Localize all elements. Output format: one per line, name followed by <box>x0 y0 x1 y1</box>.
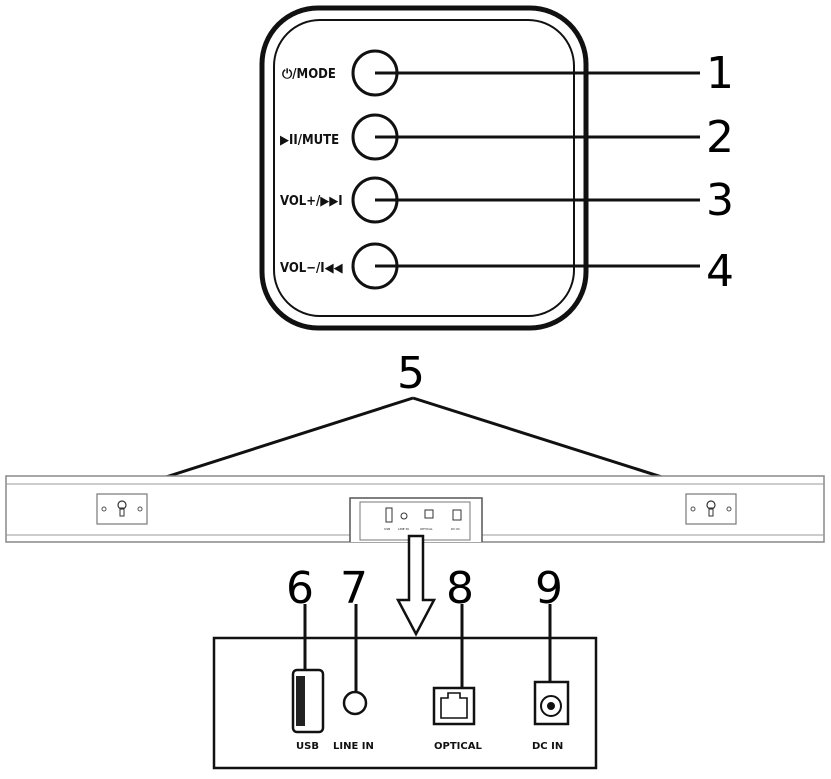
button-label-volume-down-previous: VOL−/I◀◀ <box>280 261 343 276</box>
dc-in-port-pin <box>547 702 555 710</box>
zoom-arrow-icon <box>395 534 437 637</box>
button-label-power-mode: ⏻/MODE <box>282 67 336 82</box>
callout-number-1: 1 <box>706 48 734 99</box>
control-panel-inner-frame <box>273 19 575 317</box>
button-label-volume-up-next: VOL+/▶▶I <box>280 194 343 209</box>
button-row-2: ▶II/MUTE 2 <box>280 112 734 163</box>
control-panel: ⏻/MODE 1 ▶II/MUTE 2 VOL+/▶▶I 3 VOL−/I◀◀ … <box>259 5 734 331</box>
port-label-line-in: LINE IN <box>333 741 374 752</box>
mini-label-usb: USB <box>384 527 390 531</box>
callout-number-5: 5 <box>397 348 425 399</box>
connector-panel: 6 USB 7 LINE IN 8 OPTICAL 9 DC IN <box>212 563 598 770</box>
port-label-usb: USB <box>296 741 319 752</box>
callout-number-8: 8 <box>446 563 474 614</box>
mini-label-line-in: LINE IN <box>398 527 409 531</box>
button-label-play-pause-mute: ▶II/MUTE <box>280 133 339 148</box>
button-row-3: VOL+/▶▶I 3 <box>280 175 734 226</box>
soundbar-rear: 5 USB L <box>5 348 825 637</box>
keyhole-icon <box>117 500 127 510</box>
wall-mount-left <box>96 493 148 525</box>
callout-number-6: 6 <box>286 563 314 614</box>
button-row-1: ⏻/MODE 1 <box>282 48 734 99</box>
callout-number-2: 2 <box>706 112 734 163</box>
line-in-jack[interactable] <box>342 690 368 716</box>
callout-number-7: 7 <box>340 563 368 614</box>
control-panel-outer-frame <box>259 5 589 331</box>
connector-recess-small: USB LINE IN OPTICAL DC IN <box>349 497 483 542</box>
usb-port-tongue <box>296 676 305 726</box>
callout-number-3: 3 <box>706 175 734 226</box>
port-label-dc-in: DC IN <box>532 741 563 752</box>
callout-number-4: 4 <box>706 246 734 297</box>
mini-label-optical: OPTICAL <box>420 527 433 531</box>
connector-panel-frame <box>212 636 598 770</box>
optical-port-shutter <box>440 692 468 719</box>
port-label-optical: OPTICAL <box>434 741 482 752</box>
mini-label-dc-in: DC IN <box>451 527 460 531</box>
keyhole-icon <box>706 500 716 510</box>
button-row-4: VOL−/I◀◀ 4 <box>280 242 734 297</box>
wall-mount-right <box>685 493 737 525</box>
